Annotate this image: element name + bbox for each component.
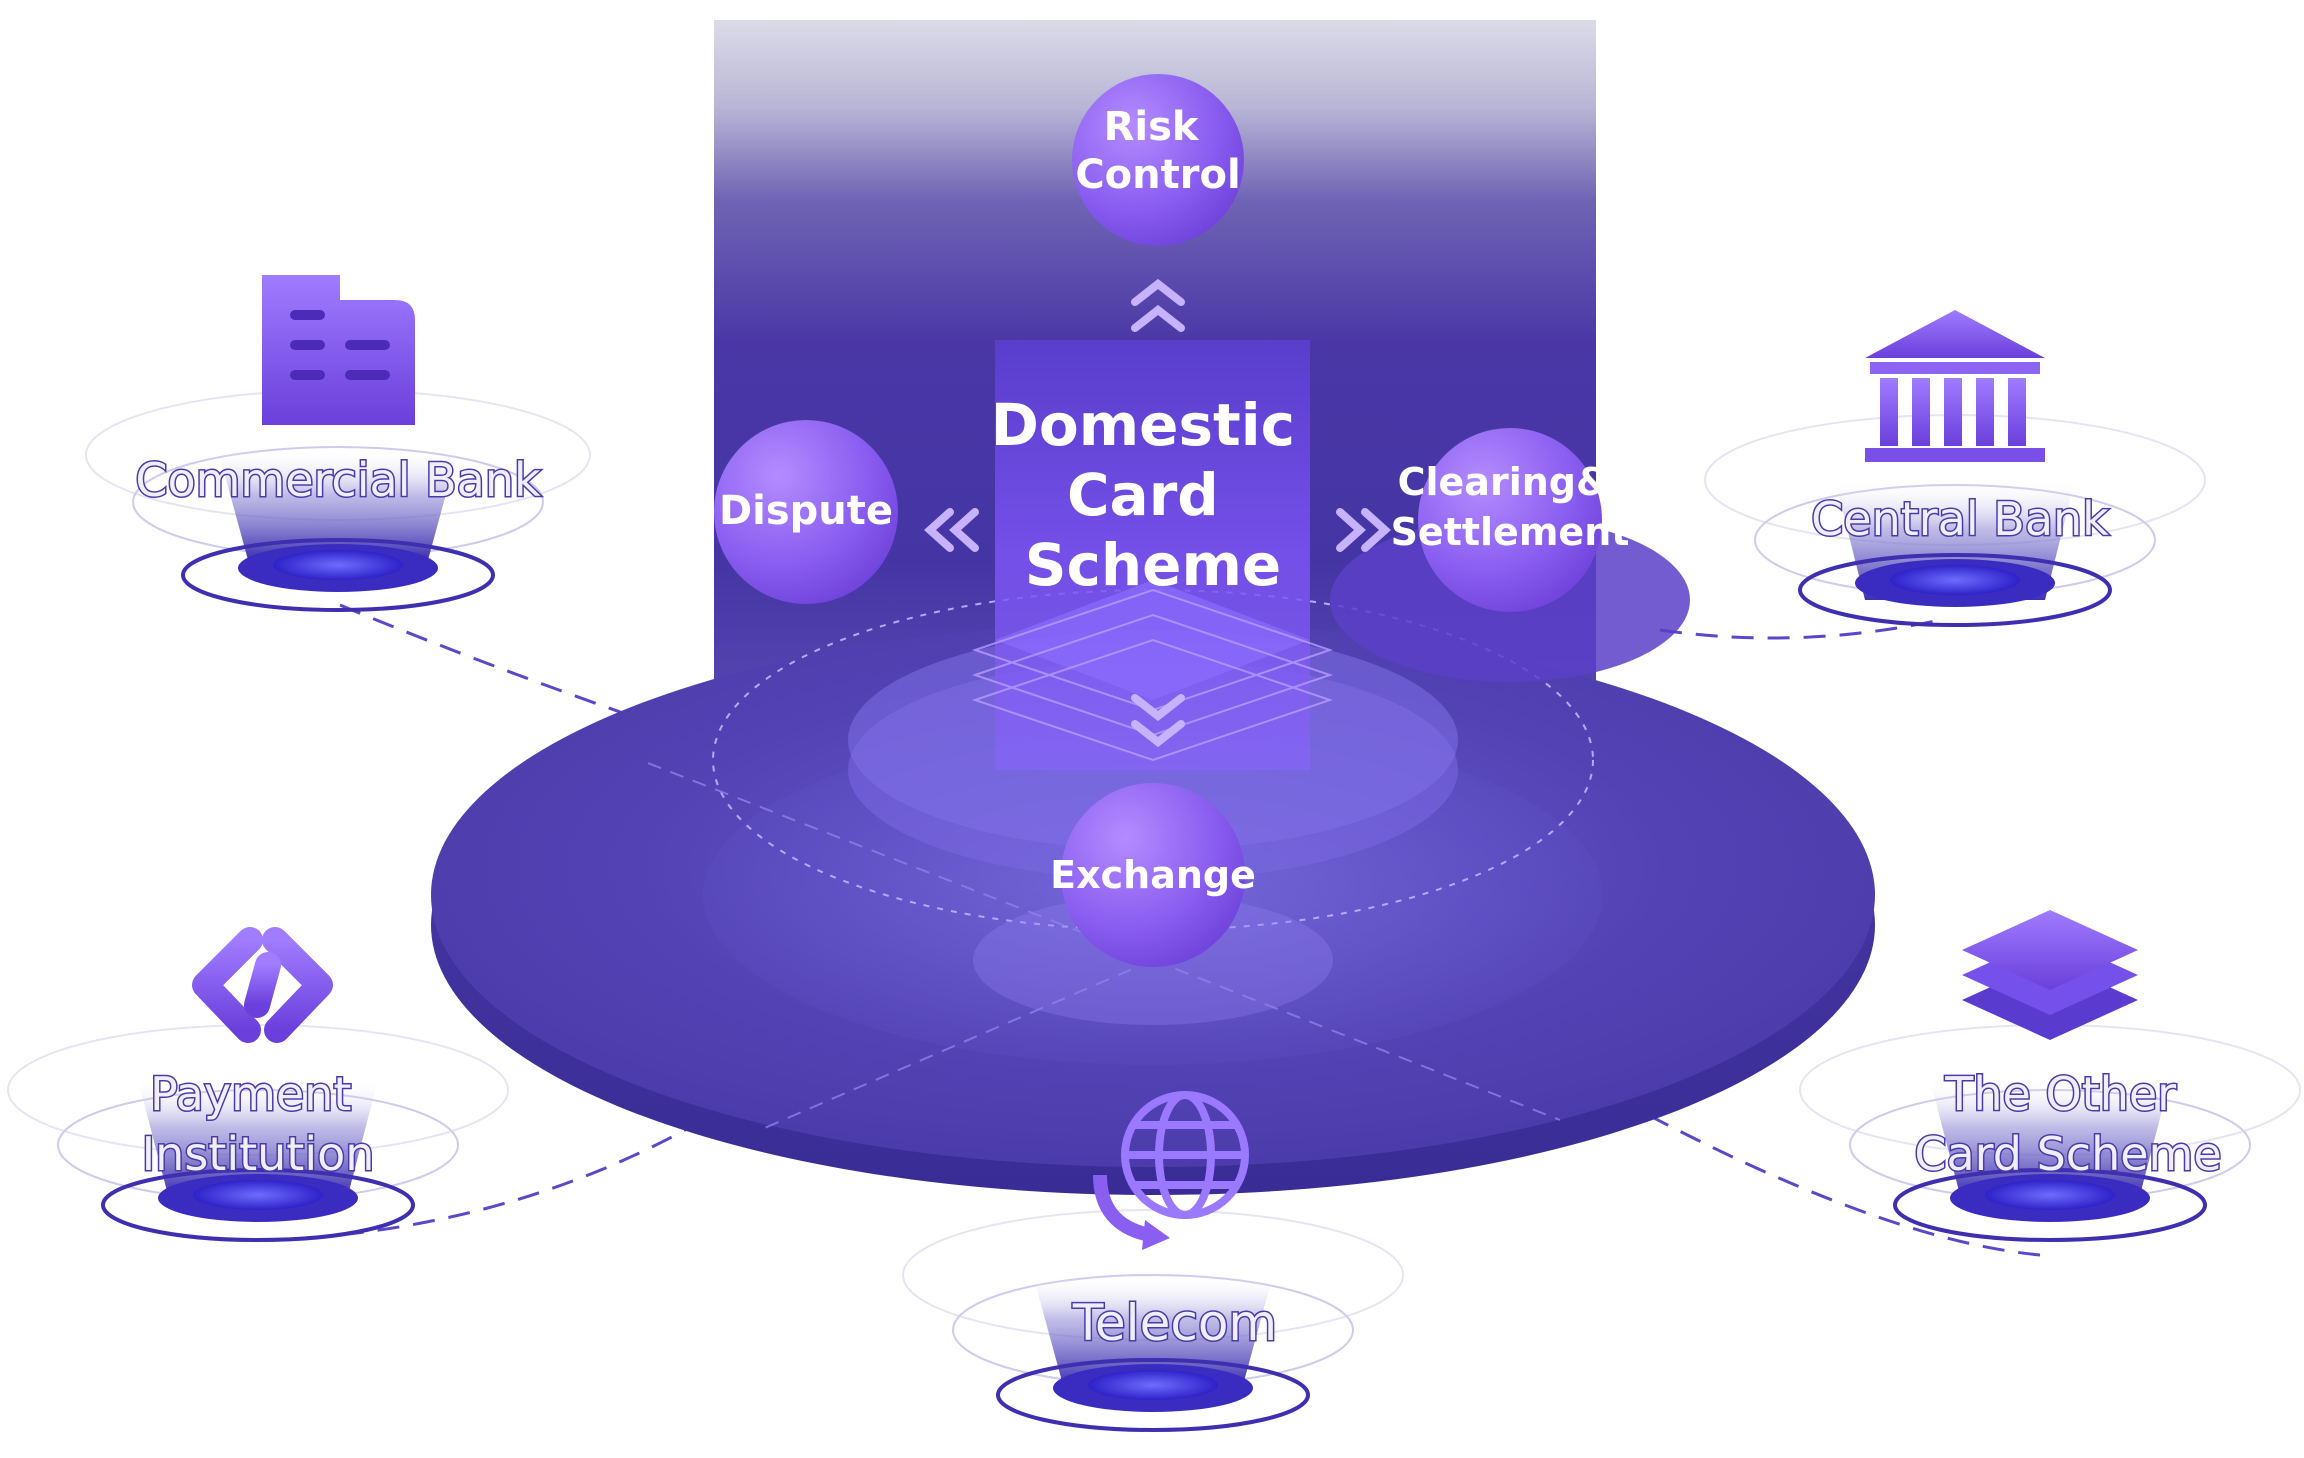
- svg-text:Dispute: Dispute: [719, 488, 893, 534]
- layers-icon: [1962, 910, 2138, 1040]
- svg-text:Central Bank: Central Bank: [1811, 492, 2109, 546]
- link-icon: [192, 927, 333, 1043]
- scheme-title: Domestic Card Scheme: [991, 391, 1315, 599]
- telecom-station: Telecom: [902, 1091, 1404, 1432]
- platform-spokes: [639, 759, 1561, 1131]
- payment-institution-station: Payment Institution: [7, 927, 509, 1242]
- svg-text:Telecom: Telecom: [1072, 1294, 1277, 1352]
- bank-icon: [1865, 310, 2045, 462]
- risk-control-node: Risk Control: [1072, 74, 1244, 246]
- dispute-node: Dispute: [714, 420, 898, 604]
- chevron-up-icon: [1131, 278, 1185, 332]
- chevron-down-icon: [1131, 694, 1185, 748]
- other-card-scheme-station: The Other Card Scheme: [1799, 910, 2301, 1242]
- svg-text:Clearing& Settlement: Clearing& Settlement: [1391, 460, 1630, 554]
- card-scheme-tower: [971, 340, 1334, 770]
- exchange-node: Exchange: [1050, 783, 1256, 967]
- svg-text:Risk Control: Risk Control: [1075, 104, 1240, 198]
- globe-sync-icon: [1093, 1091, 1249, 1250]
- svg-text:Exchange: Exchange: [1050, 853, 1256, 897]
- clearing-settlement-node: Clearing& Settlement: [1391, 428, 1630, 612]
- building-icon: [262, 275, 415, 425]
- chevron-right-icon: [1336, 508, 1391, 552]
- chevron-left-icon: [924, 508, 979, 552]
- svg-text:Payment Institution: Payment Institution: [142, 1067, 375, 1181]
- commercial-bank-station: Commercial Bank: [85, 275, 591, 612]
- svg-text:The Other Card Scheme: The Other Card Scheme: [1914, 1067, 2221, 1181]
- central-bank-station: Central Bank: [1704, 310, 2206, 627]
- svg-text:Commercial Bank: Commercial Bank: [135, 453, 541, 507]
